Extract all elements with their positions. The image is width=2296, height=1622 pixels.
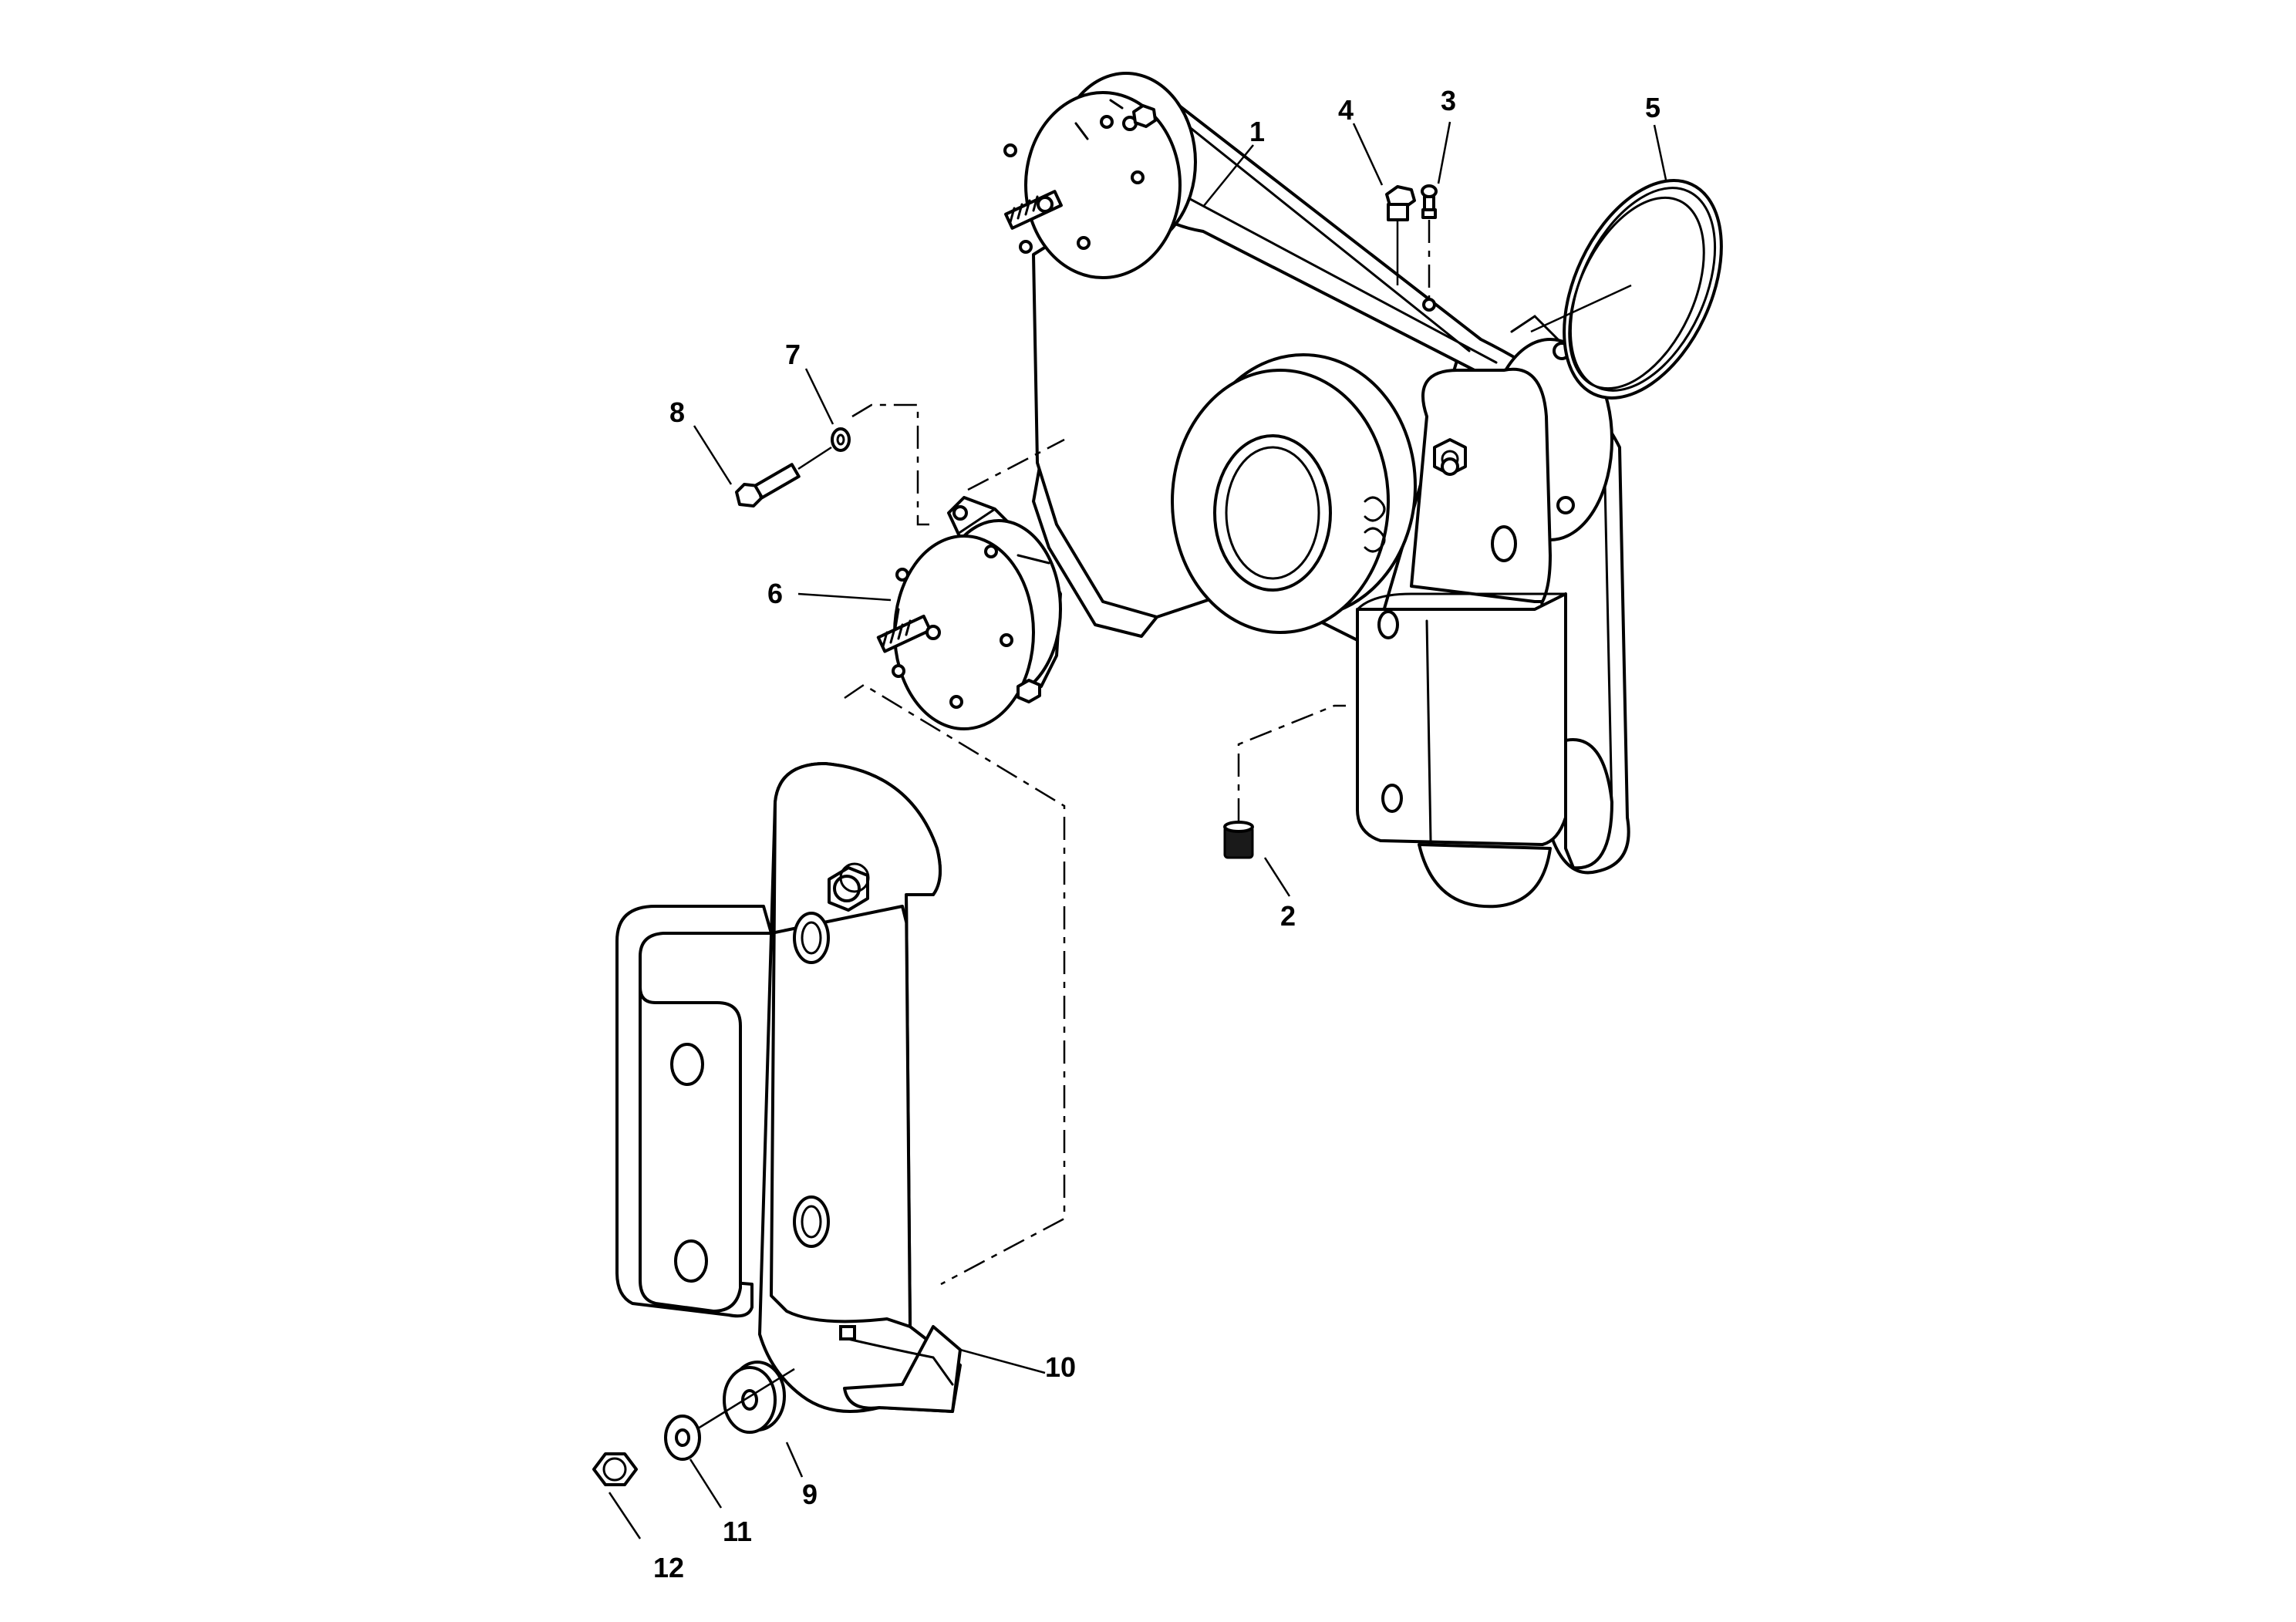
pulley-motor-item-6 xyxy=(876,496,1062,730)
callout-6: 6 xyxy=(767,578,783,609)
callout-4: 4 xyxy=(1338,94,1354,126)
plug-item-4 xyxy=(1385,185,1416,285)
callout-8: 8 xyxy=(669,396,685,428)
center-hub xyxy=(1171,353,1417,634)
housing-bracket xyxy=(1356,367,1567,846)
callout-2: 2 xyxy=(1280,900,1296,932)
assembly-line-7 xyxy=(851,403,929,526)
washer-item-7 xyxy=(831,427,851,452)
callout-11: 11 xyxy=(723,1516,752,1547)
set-screw-item-2 xyxy=(1223,704,1346,859)
lock-washer-item-11 xyxy=(664,1415,701,1461)
housing-assembly xyxy=(1003,72,1630,909)
bolt-item-8 xyxy=(735,446,832,508)
top-pulley xyxy=(1003,72,1197,279)
belt-ring-item-5 xyxy=(1530,179,1723,400)
callout-1: 1 xyxy=(1249,116,1265,147)
grease-fitting-item-3 xyxy=(1421,184,1438,312)
bottom-pulley xyxy=(1418,738,1613,909)
bracket-item-10 xyxy=(615,762,1046,1413)
callout-10: 10 xyxy=(1045,1351,1076,1383)
assembly-line-6a xyxy=(844,683,1066,1286)
belt-inner-edge xyxy=(1140,87,1613,811)
callout-numbers: 1 2 3 4 5 6 7 8 9 10 11 12 xyxy=(653,85,1660,1583)
callout-leaders xyxy=(608,121,1667,1539)
callout-12: 12 xyxy=(653,1552,684,1583)
callout-7: 7 xyxy=(785,339,801,370)
nut-item-12 xyxy=(592,1452,638,1486)
callout-5: 5 xyxy=(1645,92,1660,123)
callout-3: 3 xyxy=(1441,85,1456,116)
callout-9: 9 xyxy=(802,1479,818,1510)
washer-item-9 xyxy=(723,1361,786,1434)
hardware-axis-line xyxy=(697,1367,795,1430)
assembly-line-6b xyxy=(967,438,1065,491)
